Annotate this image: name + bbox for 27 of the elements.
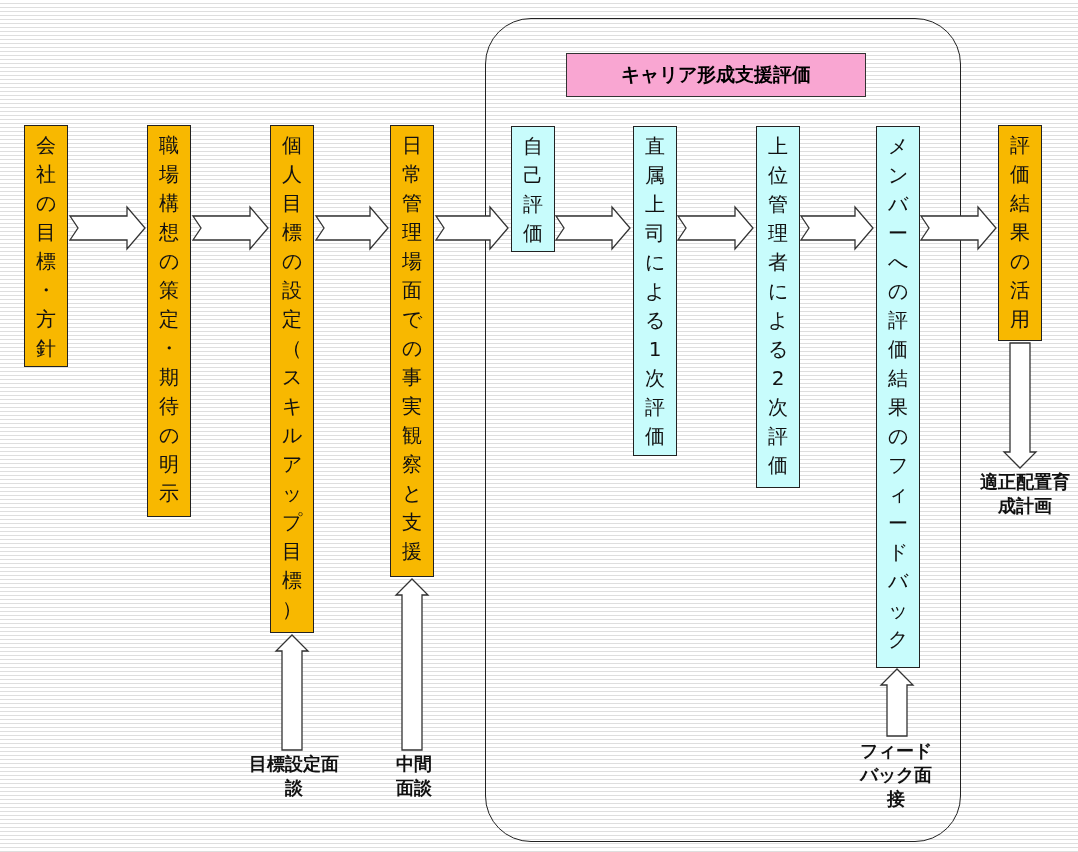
step-box: 個人目標の設定（スキルアップ目標） [270, 125, 314, 633]
interview-label: 中間面談 [390, 752, 438, 804]
block-arrow [919, 205, 997, 251]
step-box: 会社の目標・方針 [24, 125, 68, 367]
block-arrow [394, 578, 430, 751]
step-box: 日常管理場面での事実観察と支援 [390, 125, 434, 577]
result-text: 適正配置育成計画 [972, 470, 1078, 526]
block-arrow [1002, 342, 1038, 469]
block-arrow [314, 205, 389, 251]
group-frame [485, 18, 961, 842]
block-arrow [68, 205, 146, 251]
step-box: 直属上司による1次評価 [633, 126, 677, 456]
block-arrow [434, 205, 509, 251]
interview-label: 目標設定面談 [244, 752, 344, 804]
step-box: メンバーへの評価結果のフィードバック [876, 126, 920, 668]
block-arrow [191, 205, 269, 251]
step-box: 上位管理者による2次評価 [756, 126, 800, 488]
block-arrow [676, 205, 754, 251]
interview-label: フィードバック面接 [853, 739, 939, 819]
block-arrow [879, 668, 915, 737]
block-arrow [274, 634, 310, 751]
step-box: 自己評価 [511, 126, 555, 252]
step-box: 評価結果の活用 [998, 125, 1042, 341]
step-box: 職場構想の策定・期待の明示 [147, 125, 191, 517]
block-arrow [799, 205, 874, 251]
block-arrow [554, 205, 631, 251]
heading-box: キャリア形成支援評価 [566, 53, 866, 97]
